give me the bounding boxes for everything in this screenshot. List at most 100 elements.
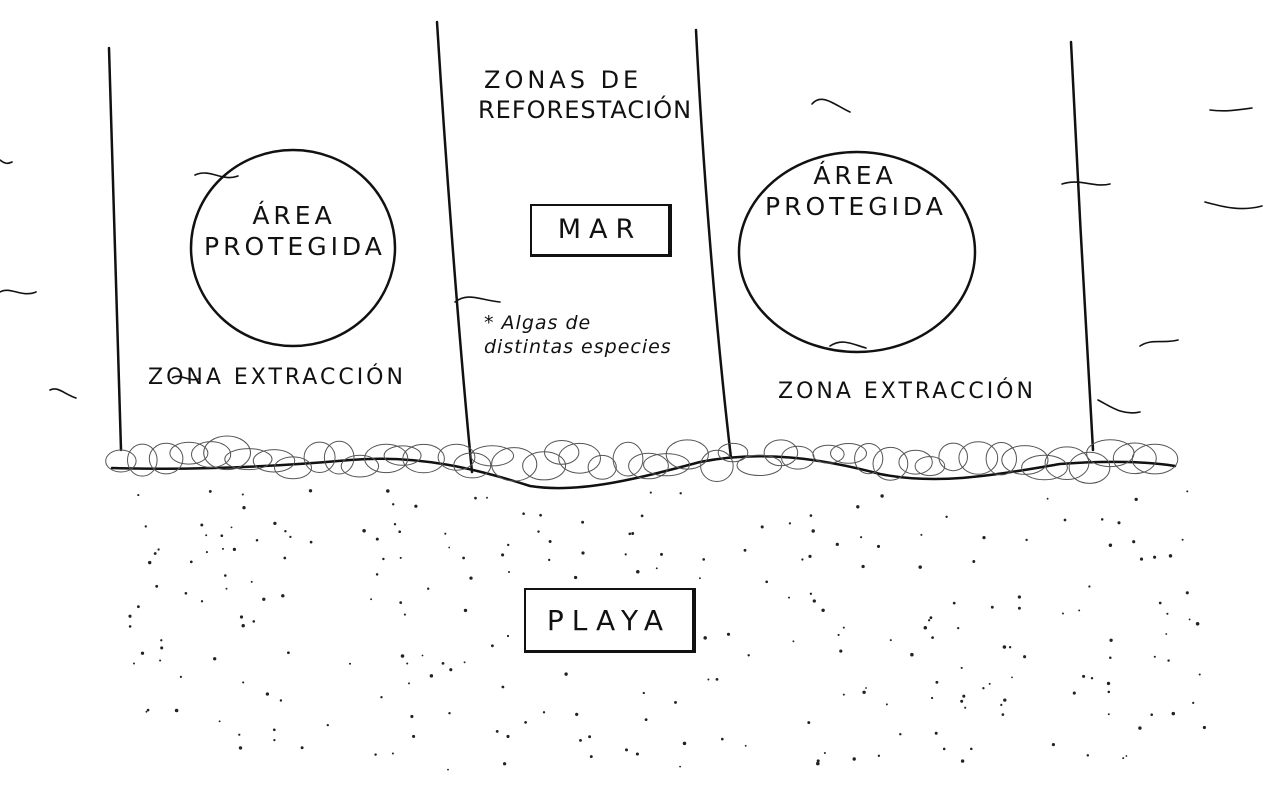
sand-dot: [865, 687, 868, 689]
sand-dot: [281, 594, 285, 598]
sand-dot: [507, 543, 510, 547]
sand-dot: [265, 692, 270, 696]
sand-dot: [1063, 518, 1067, 522]
sand-dot: [1122, 757, 1125, 760]
sand-dot: [144, 525, 147, 528]
sand-dot: [642, 691, 645, 695]
sand-dot: [899, 732, 902, 736]
sand-dot: [406, 662, 409, 665]
divider-line-3: [694, 28, 733, 460]
algae-loop: [203, 435, 252, 471]
algae-loop: [1112, 442, 1157, 475]
sand-dot: [1168, 554, 1173, 558]
beach-label-box: PLAYA: [524, 588, 696, 653]
sand-dot: [448, 546, 451, 549]
algae-loop: [700, 449, 734, 482]
sand-dot: [877, 754, 881, 757]
algae-loop: [383, 445, 422, 466]
algae-loop: [323, 440, 355, 475]
protected-area-circle-left: [189, 148, 397, 348]
sand-dot: [660, 552, 663, 556]
sand-dot: [575, 712, 579, 716]
protected-area-line-2: PROTEGIDA: [204, 232, 386, 262]
sand-dot: [524, 721, 527, 724]
algae-loop: [437, 443, 476, 471]
sand-dot: [744, 744, 747, 747]
sand-dot: [174, 708, 179, 713]
sand-dot: [382, 557, 385, 561]
sand-dot: [137, 605, 140, 609]
sand-dot: [807, 721, 811, 725]
sand-dot: [205, 551, 208, 554]
sand-dot: [962, 694, 966, 698]
sand-dot: [537, 530, 540, 533]
sand-dot: [564, 672, 568, 676]
sand-dot: [698, 577, 701, 580]
sand-dot: [220, 534, 224, 538]
sand-dot: [972, 560, 976, 563]
extraction-zone-label-left: ZONA EXTRACCIÓN: [148, 365, 406, 390]
algae-loop: [340, 454, 380, 478]
sand-dot: [242, 681, 245, 684]
sand-dot: [362, 529, 366, 533]
sand-dot: [252, 620, 256, 623]
sand-dot: [398, 530, 402, 534]
sand-dot: [935, 680, 939, 684]
sand-dot: [809, 514, 813, 517]
sand-dot: [880, 494, 884, 498]
sand-dot: [1195, 622, 1200, 626]
sand-dot: [860, 536, 863, 539]
sand-dot: [842, 693, 845, 696]
algae-loop: [544, 440, 580, 465]
sand-dot: [792, 640, 795, 643]
sand-dot: [242, 506, 246, 510]
sand-dot: [548, 540, 552, 543]
sand-dot: [241, 623, 245, 628]
sand-dot: [809, 592, 813, 595]
sea-label: MAR: [557, 214, 643, 246]
sand-dot: [200, 523, 204, 527]
sand-dot: [403, 613, 406, 616]
algae-loop: [854, 443, 884, 475]
sand-dot: [140, 651, 145, 655]
sand-dot: [1134, 497, 1138, 502]
algae-loop: [1131, 443, 1179, 475]
sand-dot: [1202, 725, 1206, 730]
algae-loop: [558, 442, 601, 474]
algae-loop: [872, 446, 909, 481]
algae-loop: [628, 452, 669, 480]
sand-dot: [581, 520, 585, 524]
algae-loop: [717, 442, 749, 463]
sand-dot: [221, 547, 225, 550]
sand-dot: [273, 738, 276, 742]
sand-dot: [931, 696, 934, 700]
sand-dot: [463, 608, 468, 613]
sand-dot: [399, 601, 403, 604]
sand-dot: [205, 534, 208, 537]
sand-dot: [1198, 673, 1201, 676]
sand-dot: [218, 720, 221, 723]
protected-area-label-right: ÁREA PROTEGIDA: [765, 160, 945, 223]
sand-dot: [644, 718, 648, 722]
algae-note: * Algas de distintas especies: [484, 312, 672, 360]
sand-dot: [184, 591, 188, 595]
extraction-zone-label-right: ZONA EXTRACCIÓN: [778, 379, 1036, 404]
sand-dot: [929, 616, 933, 620]
sand-dot: [153, 552, 157, 555]
sand-dot: [160, 646, 164, 650]
sand-dot: [1078, 609, 1081, 612]
sand-dot: [816, 761, 820, 766]
algae-loop: [914, 456, 946, 477]
sand-dot: [1107, 690, 1111, 694]
sand-dot: [1100, 518, 1104, 521]
sand-dot: [486, 496, 488, 499]
sand-dot: [374, 753, 377, 756]
sand-dot: [631, 532, 635, 535]
sand-dot: [548, 558, 551, 562]
algae-loop: [612, 441, 644, 477]
sand-dot: [146, 708, 150, 712]
sand-dot: [148, 560, 152, 565]
reforestation-line-1: ZONAS DE: [484, 66, 643, 94]
sand-dot: [507, 570, 511, 574]
sand-dot: [447, 768, 449, 771]
